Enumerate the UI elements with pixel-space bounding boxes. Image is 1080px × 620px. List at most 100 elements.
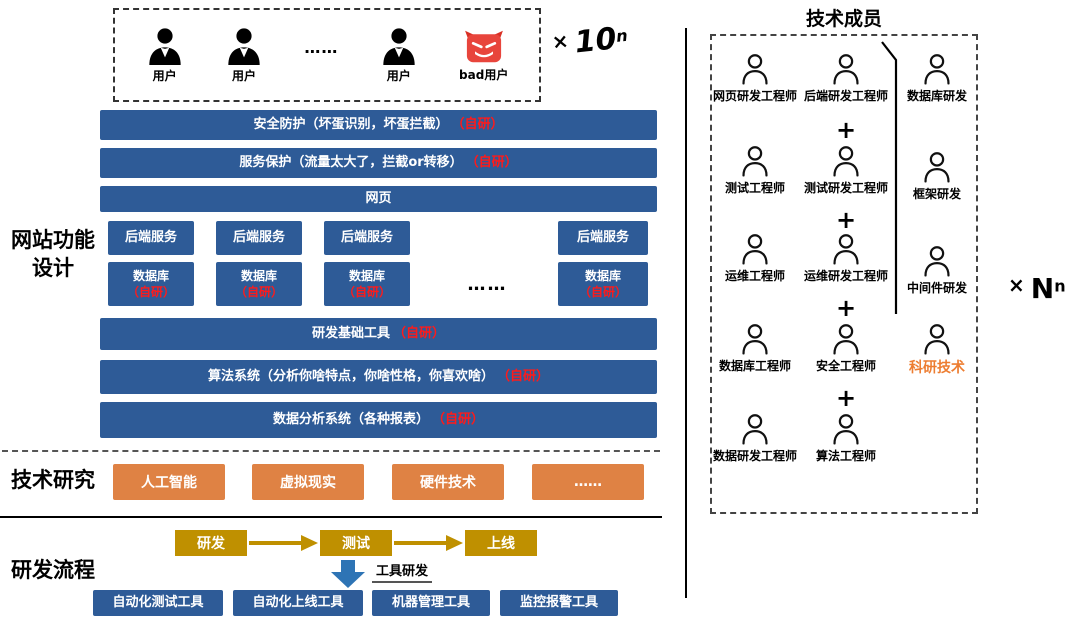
times-sign: ×: [1008, 273, 1025, 297]
self-developed-note: （自研）: [432, 412, 485, 428]
member: 数据库研发: [898, 52, 976, 105]
bad-user-label: bad用户: [459, 67, 509, 82]
person-icon: [920, 322, 954, 356]
database-box: 数据库（自研）: [558, 262, 648, 306]
member: 数据库工程师: [712, 322, 798, 375]
section-label-dev-process: 研发流程: [11, 558, 95, 582]
bar-algorithm: 算法系统（分析你啥特点，你啥性格，你喜欢啥）（自研）: [100, 360, 657, 394]
tool-box-autolaunch: 自动化上线工具: [233, 590, 363, 616]
user-item: 用户: [225, 27, 263, 84]
member: 框架研发: [898, 150, 976, 203]
person-icon: [829, 52, 863, 86]
devil-icon: [464, 28, 504, 64]
member: 后端研发工程师: [802, 52, 890, 105]
member: 运维工程师: [712, 232, 798, 285]
self-developed-note: （自研）: [234, 285, 283, 299]
arrow-right-icon: [394, 534, 464, 556]
self-developed-note: （自研）: [497, 369, 550, 385]
arrow-right-icon: [249, 534, 319, 556]
members-group-box: [710, 34, 978, 514]
bar-dev-tools: 研发基础工具（自研）: [100, 318, 657, 350]
bar-webpage: 网页: [100, 186, 657, 212]
user-label: 用户: [232, 68, 257, 83]
member: 测试工程师: [712, 144, 798, 197]
tool-box-machine-mgmt: 机器管理工具: [372, 590, 490, 616]
separator-dashed: [2, 450, 660, 452]
member-label: 中间件研发: [906, 281, 967, 295]
users-multiplier: ×10n: [550, 21, 629, 61]
user-icon: [380, 27, 418, 65]
member-label: 网页研发工程师: [712, 89, 797, 103]
plus-sign: +: [835, 294, 857, 322]
person-icon: [738, 232, 772, 266]
tool-dev-label: 工具研发: [372, 560, 433, 583]
self-developed-note: （自研）: [126, 285, 175, 299]
person-icon: [738, 52, 772, 86]
bar-security: 安全防护（坏蛋识别，坏蛋拦截）（自研）: [100, 110, 657, 140]
tech-research-box-hardware: 硬件技术: [392, 464, 504, 500]
backend-service-box: 后端服务: [324, 221, 410, 255]
person-icon: [738, 412, 772, 446]
plus-sign: +: [835, 384, 857, 412]
member-label: 数据库工程师: [718, 359, 791, 373]
bar-data-analysis: 数据分析系统（各种报表）（自研）: [100, 402, 657, 438]
tech-research-box-vr: 虚拟现实: [252, 464, 364, 500]
member-label: 测试研发工程师: [803, 181, 888, 195]
flow-step-test: 测试: [320, 530, 392, 556]
member: 科研技术: [898, 322, 976, 377]
database-box: 数据库（自研）: [216, 262, 302, 306]
database-box: 数据库（自研）: [324, 262, 410, 306]
member-label: 数据库研发: [906, 89, 967, 103]
person-icon: [920, 150, 954, 184]
tool-box-monitor-alert: 监控报警工具: [500, 590, 618, 616]
backend-service-box: 后端服务: [558, 221, 648, 255]
person-icon: [738, 144, 772, 178]
member-label: 测试工程师: [724, 181, 785, 195]
member: 数据研发工程师: [712, 412, 798, 465]
separator-solid: [0, 516, 662, 518]
database-box: 数据库（自研）: [108, 262, 194, 306]
self-developed-note: （自研）: [393, 326, 446, 342]
person-icon: [920, 52, 954, 86]
users-ellipsis: ……: [304, 37, 339, 57]
member-label: 框架研发: [912, 187, 961, 201]
user-icon: [146, 27, 184, 65]
tool-box-autotest: 自动化测试工具: [93, 590, 223, 616]
group-bracket: [880, 40, 902, 320]
user-label: 用户: [386, 68, 411, 83]
flow-step-dev: 研发: [175, 530, 247, 556]
member: 安全工程师: [802, 322, 890, 375]
times-sign: ×: [550, 28, 570, 54]
member: 中间件研发: [898, 244, 976, 297]
bad-user-item: bad用户: [459, 28, 508, 83]
plus-sign: +: [835, 206, 857, 234]
member-label: 运维研发工程师: [803, 269, 888, 283]
user-label: 用户: [152, 68, 177, 83]
person-icon: [738, 322, 772, 356]
member: 网页研发工程师: [712, 52, 798, 105]
flow-step-launch: 上线: [465, 530, 537, 556]
databases-ellipsis: ……: [467, 274, 508, 295]
member-label: 数据研发工程师: [712, 449, 797, 463]
user-item: 用户: [146, 27, 184, 84]
members-panel-title: 技术成员: [805, 8, 882, 30]
tech-research-box-more: ……: [532, 464, 644, 500]
member-label: 安全工程师: [815, 359, 876, 373]
member-label-scientific: 科研技术: [909, 360, 965, 376]
self-developed-note: （自研）: [342, 285, 391, 299]
user-item: 用户: [380, 27, 418, 84]
member-label: 运维工程师: [724, 269, 785, 283]
member-label: 算法工程师: [815, 449, 876, 463]
plus-sign: +: [835, 116, 857, 144]
member: 测试研发工程师: [802, 144, 890, 197]
member: 算法工程师: [802, 412, 890, 465]
person-icon: [920, 244, 954, 278]
self-developed-note: （自研）: [465, 155, 518, 171]
self-developed-note: （自研）: [451, 117, 504, 133]
vertical-divider: [685, 28, 687, 598]
tech-research-box-ai: 人工智能: [113, 464, 225, 500]
backend-service-box: 后端服务: [108, 221, 194, 255]
section-label-tech-research: 技术研究: [11, 468, 95, 492]
bar-service-protect: 服务保护（流量太大了，拦截or转移）（自研）: [100, 148, 657, 178]
members-multiplier: ×Nn: [1008, 272, 1066, 305]
